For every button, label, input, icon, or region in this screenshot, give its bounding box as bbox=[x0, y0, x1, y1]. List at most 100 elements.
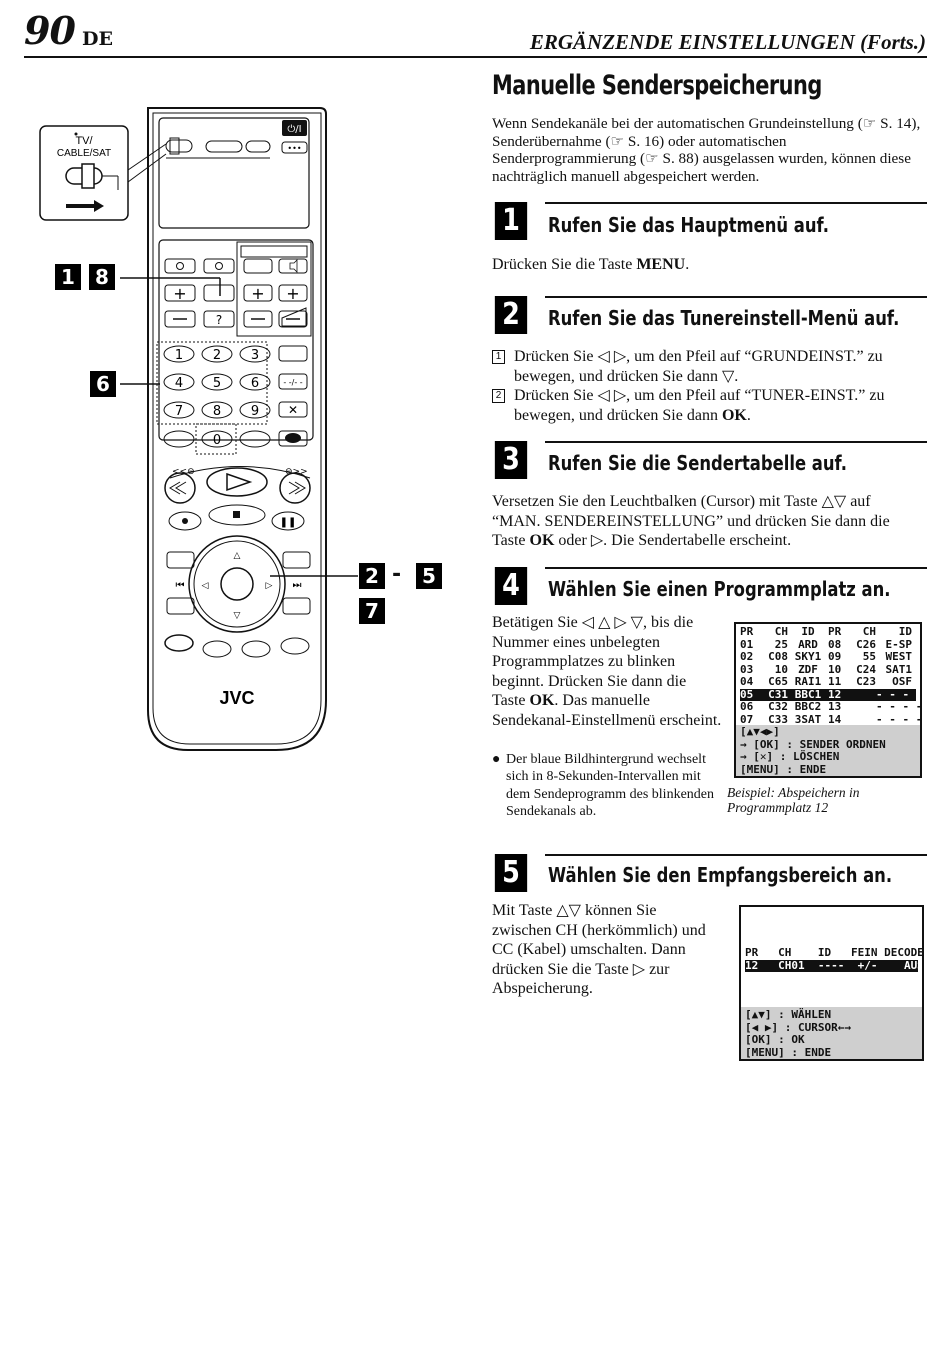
step-3-rule bbox=[545, 441, 927, 443]
remote-control-illustration: ⏻/I ••• + + + ? 1 2 3 4 5 6 7 8 9 0 - - bbox=[39, 107, 358, 751]
station-cell: RAI1 bbox=[794, 675, 822, 688]
station-cell: 13 bbox=[828, 700, 842, 713]
station-cell: C26 bbox=[856, 637, 876, 651]
step-1-title: Rufen Sie das Hauptmenü auf. bbox=[548, 213, 830, 237]
step-5-number: 5 bbox=[494, 854, 528, 892]
station-cell: C23 bbox=[856, 675, 876, 688]
svg-text:⏭: ⏭ bbox=[293, 580, 302, 591]
station-cell: SKY1 bbox=[794, 650, 822, 663]
key-7-label: 7 bbox=[175, 404, 183, 419]
key-2-label: 2 bbox=[213, 348, 221, 363]
osd2-selected-row: 12 CH01 ---- +/- AUS bbox=[745, 958, 924, 972]
callout-step-7: 7 bbox=[359, 598, 385, 624]
station-cell: 12 bbox=[828, 687, 842, 701]
step-4-number: 4 bbox=[494, 567, 528, 605]
svg-text:▽: ▽ bbox=[234, 611, 241, 621]
station-cell: C24 bbox=[856, 662, 876, 676]
step-1-number: 1 bbox=[494, 202, 528, 240]
osd2-ok-hint: [OK] : OK bbox=[745, 1033, 805, 1046]
step-3-number: 3 bbox=[494, 441, 528, 479]
svg-text:❚❚: ❚❚ bbox=[280, 517, 297, 528]
station-cell: WEST bbox=[885, 650, 913, 663]
station-table-caption: Beispiel: Abspeichern in Programmplatz 1… bbox=[727, 785, 860, 815]
station-cell: 25 bbox=[774, 637, 788, 651]
osd1-order-hint: → [OK] : SENDER ORDNEN bbox=[740, 737, 886, 751]
callout-range-dash: - bbox=[392, 562, 402, 587]
station-cell: 06 bbox=[740, 700, 754, 713]
step-5-text: Mit Taste △▽ können Sie zwischen CH (her… bbox=[492, 902, 706, 997]
station-cell: 10 bbox=[828, 662, 842, 676]
svg-text:•••: ••• bbox=[287, 144, 301, 153]
station-cell: C65 bbox=[768, 675, 788, 688]
station-cell bbox=[848, 701, 876, 714]
key-5-label: 5 bbox=[213, 376, 221, 391]
brand-logo: JVC bbox=[219, 688, 254, 708]
page-number: 90 bbox=[24, 8, 76, 53]
step-2-number: 2 bbox=[494, 296, 528, 334]
osd2-header: PR CH ID FEIN DECODER bbox=[745, 946, 924, 959]
help-key-label: ? bbox=[216, 313, 222, 327]
step-3-title: Rufen Sie die Sendertabelle auf. bbox=[548, 451, 848, 475]
station-cell: - - - - bbox=[876, 687, 922, 701]
callout-step-2: 2 bbox=[359, 563, 385, 589]
station-cell: 55 bbox=[862, 650, 876, 663]
osd2-select-hint: [▲▼] : WÄHLEN bbox=[745, 1008, 832, 1021]
svg-text:⏮: ⏮ bbox=[176, 580, 185, 591]
section-heading: ERGÄNZENDE EINSTELLUNGEN (Forts.) bbox=[529, 30, 926, 54]
osd1-delete-hint: → [✕] : LÖSCHEN bbox=[740, 750, 840, 763]
step-1-text: Drücken Sie die Taste MENU. bbox=[492, 256, 690, 273]
svg-text:▷: ▷ bbox=[266, 581, 273, 591]
manual-tuning-screen: PR CH ID FEIN DECODER 12 CH01 ---- +/- A… bbox=[739, 905, 924, 1061]
station-cell: 02 bbox=[740, 650, 754, 663]
manual-tuning-footer: [▲▼] : WÄHLEN [◀ ▶] : CURSOR←→ [OK] : OK… bbox=[741, 1007, 922, 1059]
station-table-footer: [▲▼◀▶] → [OK] : SENDER ORDNEN → [✕] : LÖ… bbox=[736, 725, 920, 776]
step-4-rule bbox=[545, 567, 927, 569]
intro-paragraph: Wenn Sendekanäle bei der automatischen G… bbox=[492, 115, 921, 185]
station-cell: ZDF bbox=[798, 662, 818, 676]
station-cell: 10 bbox=[774, 662, 788, 676]
osd2-cursor-hint: [◀ ▶] : CURSOR←→ bbox=[745, 1020, 851, 1034]
station-cell: 03 bbox=[740, 662, 754, 676]
station-cell: PR bbox=[828, 625, 842, 638]
svg-text:+: + bbox=[251, 284, 264, 303]
svg-text:△: △ bbox=[234, 551, 241, 561]
svg-text:✕: ✕ bbox=[288, 403, 298, 417]
step-5-title: Wählen Sie den Empfangsbereich an. bbox=[548, 863, 893, 887]
station-cell: E-SP bbox=[885, 637, 913, 651]
step-5-rule bbox=[545, 854, 927, 856]
callout-step-8: 8 bbox=[89, 264, 115, 290]
station-cell: OSF bbox=[892, 675, 912, 688]
step-4-title: Wählen Sie einen Programmplatz an. bbox=[548, 577, 891, 601]
tv-switch-label: TV/ bbox=[75, 135, 93, 147]
osd1-nav-hint: [▲▼◀▶] bbox=[740, 725, 780, 738]
page-title: Manuelle Senderspeicherung bbox=[492, 70, 822, 101]
station-cell: 08 bbox=[828, 637, 842, 651]
step-4-text: Betätigen Sie ◁ △ ▷ ▽, bis die Nummer ei… bbox=[492, 614, 722, 729]
page-language: DE bbox=[82, 28, 113, 50]
step-1-rule bbox=[545, 202, 927, 204]
step-4-bullet: ●Der blaue Bildhintergrund wechselt sich… bbox=[492, 752, 715, 820]
station-cell: 09 bbox=[828, 650, 842, 663]
callout-step-6: 6 bbox=[90, 371, 116, 397]
station-cell: BBC1 bbox=[794, 687, 822, 701]
key-6-label: 6 bbox=[251, 376, 259, 391]
dashes-key-label: - -/- - bbox=[283, 378, 302, 387]
station-cell: C31 bbox=[768, 687, 788, 701]
header-rule bbox=[24, 56, 927, 58]
station-cell: CH bbox=[774, 625, 788, 638]
svg-text:⊖>>: ⊖>> bbox=[285, 467, 308, 477]
station-cell: 3SAT bbox=[794, 712, 822, 726]
step-3-text: Versetzen Sie den Leuchtbalken (Cursor) … bbox=[492, 493, 890, 549]
station-cell: 01 bbox=[740, 637, 754, 651]
